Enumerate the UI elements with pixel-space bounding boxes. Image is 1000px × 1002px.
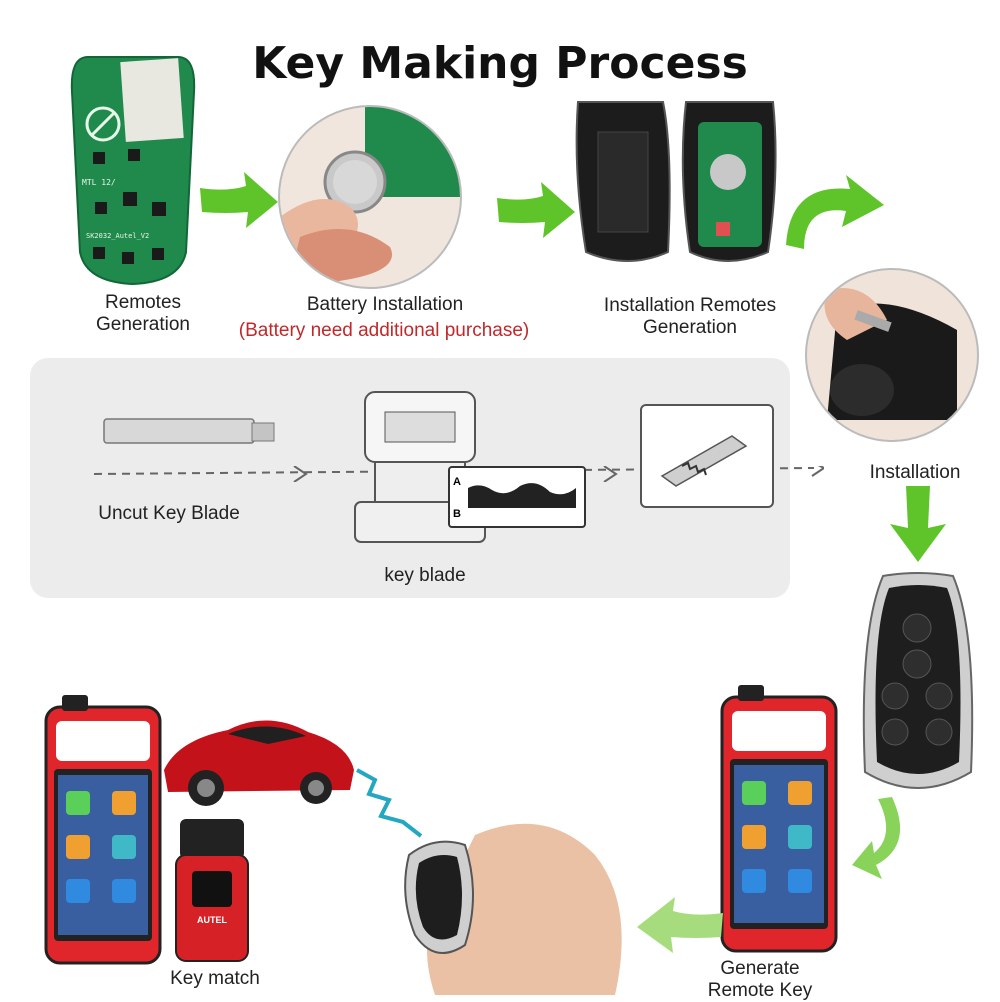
remote-key-icon bbox=[805, 268, 979, 442]
key-blade-label: key blade bbox=[384, 565, 466, 586]
caption-installation: Installation bbox=[869, 462, 961, 483]
battery-icon bbox=[278, 105, 462, 289]
remote-key-icon bbox=[853, 572, 983, 802]
caption-battery-note: (Battery need additional purchase) bbox=[238, 320, 530, 341]
page-title: Key Making Process bbox=[252, 38, 748, 89]
autel-tablet-icon bbox=[718, 685, 840, 955]
uncut-blade-icon bbox=[100, 413, 280, 453]
caption-key-match: Key match bbox=[170, 968, 260, 989]
label-b: B bbox=[453, 508, 461, 520]
arrow-right-icon bbox=[495, 180, 577, 240]
label-a: A bbox=[453, 476, 461, 488]
autel-tablet-icon bbox=[42, 695, 164, 967]
caption-installation-remotes-generation: Installation Remotes Generation bbox=[603, 295, 777, 338]
car-icon bbox=[158, 700, 358, 810]
arrow-right-icon bbox=[198, 170, 280, 230]
remote-pcb-icon: MTL 12/ SK2032_Autel_V2 bbox=[68, 52, 198, 288]
flow-line bbox=[94, 466, 824, 482]
pcb-label-2: SK2032_Autel_V2 bbox=[86, 232, 150, 240]
cut-blade-icon bbox=[640, 404, 774, 508]
dongle-brand: AUTEL bbox=[197, 915, 227, 925]
caption-remotes-generation: Remotes Generation bbox=[95, 292, 190, 335]
remote-shell-icon bbox=[568, 92, 783, 270]
hand-holding-key-icon bbox=[395, 815, 635, 1000]
curved-arrow-icon bbox=[780, 175, 890, 255]
arrow-down-icon bbox=[888, 484, 948, 564]
curved-arrow-icon bbox=[852, 795, 912, 885]
obd-dongle-icon: AUTEL bbox=[172, 815, 252, 965]
arrow-left-icon bbox=[635, 895, 725, 955]
caption-generate-remote-key: Generate Remote Key bbox=[707, 958, 813, 1001]
signal-wave-icon bbox=[355, 760, 425, 840]
pcb-label-1: MTL 12/ bbox=[82, 178, 116, 187]
blade-profile-inset: A B bbox=[448, 466, 586, 528]
caption-battery-installation: Battery Installation bbox=[306, 294, 464, 315]
uncut-key-blade-label: Uncut Key Blade bbox=[98, 503, 240, 524]
